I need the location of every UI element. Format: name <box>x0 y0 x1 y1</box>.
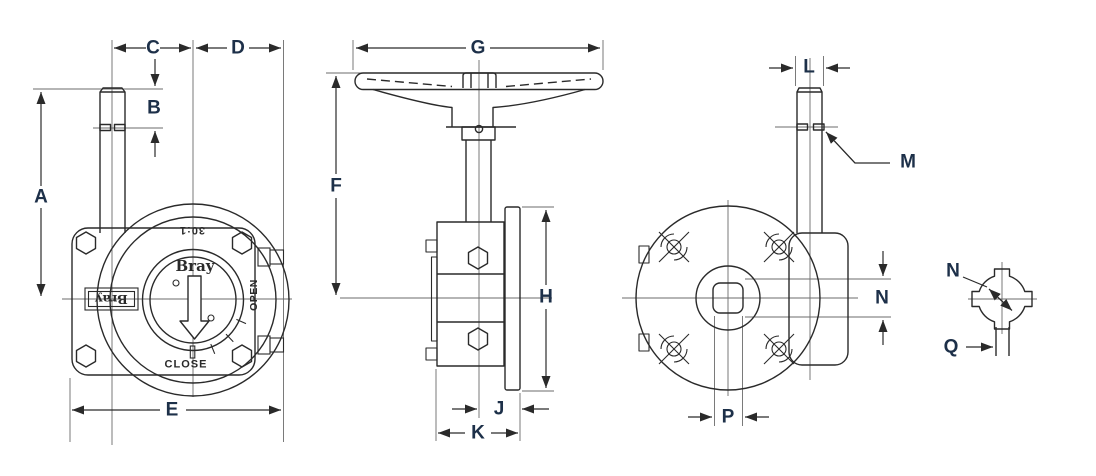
stem-side <box>461 126 496 222</box>
stem-groove <box>113 123 126 132</box>
dim-label-m: M <box>900 152 916 173</box>
front-view-dimensions <box>36 43 281 415</box>
plate-bolt <box>75 231 97 255</box>
dim-label-d: D <box>231 38 245 59</box>
side-brand-plate: Bray <box>84 287 139 311</box>
clamp-bolt <box>638 333 650 352</box>
side-view: G F H J K <box>326 38 604 444</box>
dim-label-h: H <box>539 287 553 308</box>
open-label: OPEN <box>248 279 260 311</box>
side-brand-text: Bray <box>95 292 128 307</box>
housing-rear <box>635 205 849 391</box>
stem-section-profile <box>971 268 1033 356</box>
flange-plate <box>504 206 521 391</box>
clamp-bolt <box>638 245 650 264</box>
dim-label-j: J <box>494 399 505 420</box>
gearbox-body <box>425 206 521 391</box>
dial-scale-ticks <box>189 318 247 359</box>
dim-label-n2: N <box>946 261 960 282</box>
gear-housing <box>96 203 290 397</box>
mounting-bracket <box>788 232 849 366</box>
dim-label-f: F <box>330 176 342 197</box>
plate-bolt <box>75 344 97 368</box>
hub-set-screw <box>474 124 484 134</box>
mounting-plate <box>71 227 256 376</box>
body-bolt <box>467 246 489 270</box>
section-centerlines <box>968 262 1037 334</box>
stem-front <box>99 87 126 233</box>
dim-label-p: P <box>722 407 735 428</box>
side-view-centerlines <box>326 40 604 441</box>
dim-label-n: N <box>875 288 889 309</box>
stem-bore <box>712 282 744 314</box>
bolt-hole <box>658 231 690 263</box>
brand-logo-text: Bray <box>175 257 215 275</box>
front-view-centerlines <box>33 40 292 445</box>
plate-bolt <box>231 344 253 368</box>
registered-mark-icon <box>207 314 215 322</box>
stem-groove <box>99 123 112 132</box>
handwheel <box>354 72 604 134</box>
plate-bolt <box>231 231 253 255</box>
dim-label-l: L <box>803 57 815 78</box>
dim-label-g: G <box>471 38 486 59</box>
dim-label-q: Q <box>944 337 959 358</box>
stem-groove <box>796 123 809 131</box>
stem-cross-section-view: N Q <box>944 261 1037 358</box>
clamp-bolt <box>425 239 438 253</box>
registered-mark-icon <box>172 279 180 287</box>
indicator-arrow <box>179 275 210 340</box>
rear-view: L M N P <box>622 56 916 428</box>
handwheel-hub <box>462 72 497 88</box>
body-bolt <box>467 327 489 351</box>
dim-label-k: K <box>471 423 485 444</box>
side-view-dimensions <box>331 43 600 438</box>
position-indicator-dial: Bray CLOSE OPEN 30:1 <box>165 224 260 371</box>
side-set-bolts <box>257 247 285 355</box>
gear-ratio-label: 30:1 <box>179 224 205 236</box>
front-view: Bray CLOSE OPEN 30:1 Bray <box>33 38 292 445</box>
section-dimensions <box>962 276 1013 352</box>
rear-view-dimensions <box>688 63 890 422</box>
stem-rear <box>796 87 825 233</box>
bolt-hole <box>658 333 690 365</box>
dim-label-e: E <box>166 400 179 421</box>
dim-label-a: A <box>34 187 48 208</box>
stem-groove <box>812 123 825 131</box>
dim-label-c: C <box>146 38 160 59</box>
clamp-bolt <box>425 347 438 361</box>
clamp-plate <box>430 256 438 342</box>
dim-label-b: B <box>147 98 161 119</box>
close-label: CLOSE <box>165 359 208 371</box>
